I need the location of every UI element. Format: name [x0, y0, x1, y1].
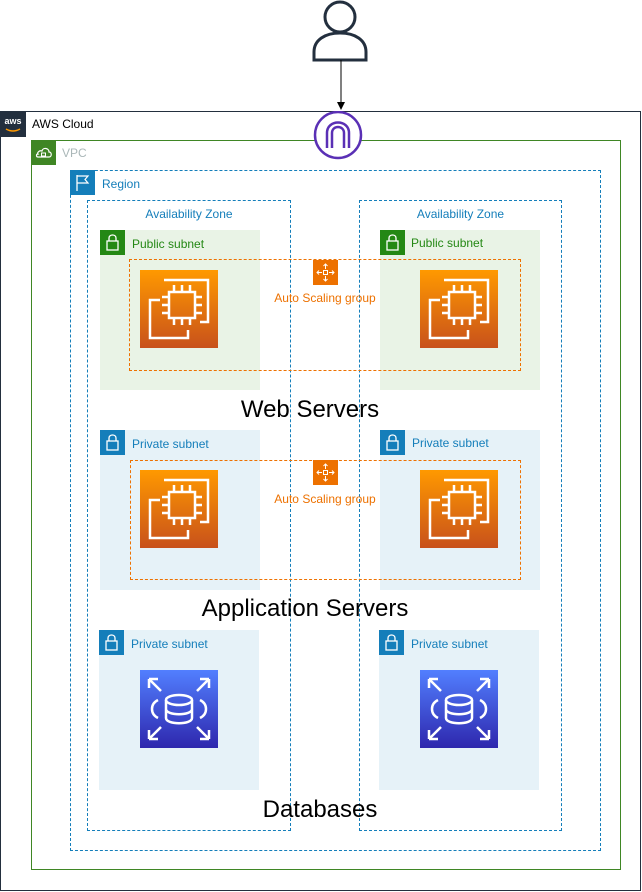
aws-logo-icon: aws [0, 111, 26, 137]
ec2-instance-icon [420, 470, 498, 548]
public-subnet-label: Public subnet [132, 237, 205, 251]
availability-zone-label: Availability Zone [416, 207, 505, 221]
rds-database-icon [140, 670, 218, 748]
lock-icon [100, 230, 125, 255]
vpc-cloud-icon [31, 140, 56, 165]
lock-icon [99, 630, 124, 655]
ec2-instance-icon [140, 470, 218, 548]
aws-cloud-group [0, 111, 641, 891]
user-icon [312, 0, 368, 62]
aws-logo-text: aws [4, 116, 22, 126]
tier-label-web: Web Servers [240, 396, 380, 423]
public-subnet-label: Public subnet [411, 236, 484, 250]
lock-icon [380, 230, 405, 255]
lock-icon [100, 430, 125, 455]
internet-gateway-icon [313, 111, 363, 160]
tier-label-app: Application Servers [201, 595, 409, 622]
region-label: Region [102, 177, 141, 191]
region-group [70, 170, 601, 851]
private-subnet-label: Private subnet [411, 637, 488, 651]
auto-scaling-icon [313, 460, 338, 485]
rds-database-icon [420, 670, 498, 748]
availability-zone-left [87, 200, 291, 831]
private-subnet-label: Private subnet [132, 437, 209, 451]
ec2-instance-icon [140, 270, 218, 348]
availability-zone-right [359, 200, 562, 831]
private-subnet-label: Private subnet [131, 637, 208, 651]
aws-cloud-label: AWS Cloud [32, 117, 94, 131]
ec2-instance-icon [420, 270, 498, 348]
tier-label-db: Databases [262, 796, 378, 823]
lock-icon [379, 630, 404, 655]
auto-scaling-icon [313, 260, 338, 285]
auto-scaling-group-label: Auto Scaling group [274, 492, 376, 506]
availability-zone-label: Availability Zone [145, 207, 233, 221]
auto-scaling-group-web [129, 259, 521, 371]
lock-icon [380, 430, 405, 455]
connector-arrow [337, 60, 345, 110]
private-subnet-label: Private subnet [412, 436, 489, 450]
vpc-label: VPC [62, 146, 87, 160]
auto-scaling-group-label: Auto Scaling group [274, 291, 376, 305]
region-flag-icon [70, 170, 95, 195]
